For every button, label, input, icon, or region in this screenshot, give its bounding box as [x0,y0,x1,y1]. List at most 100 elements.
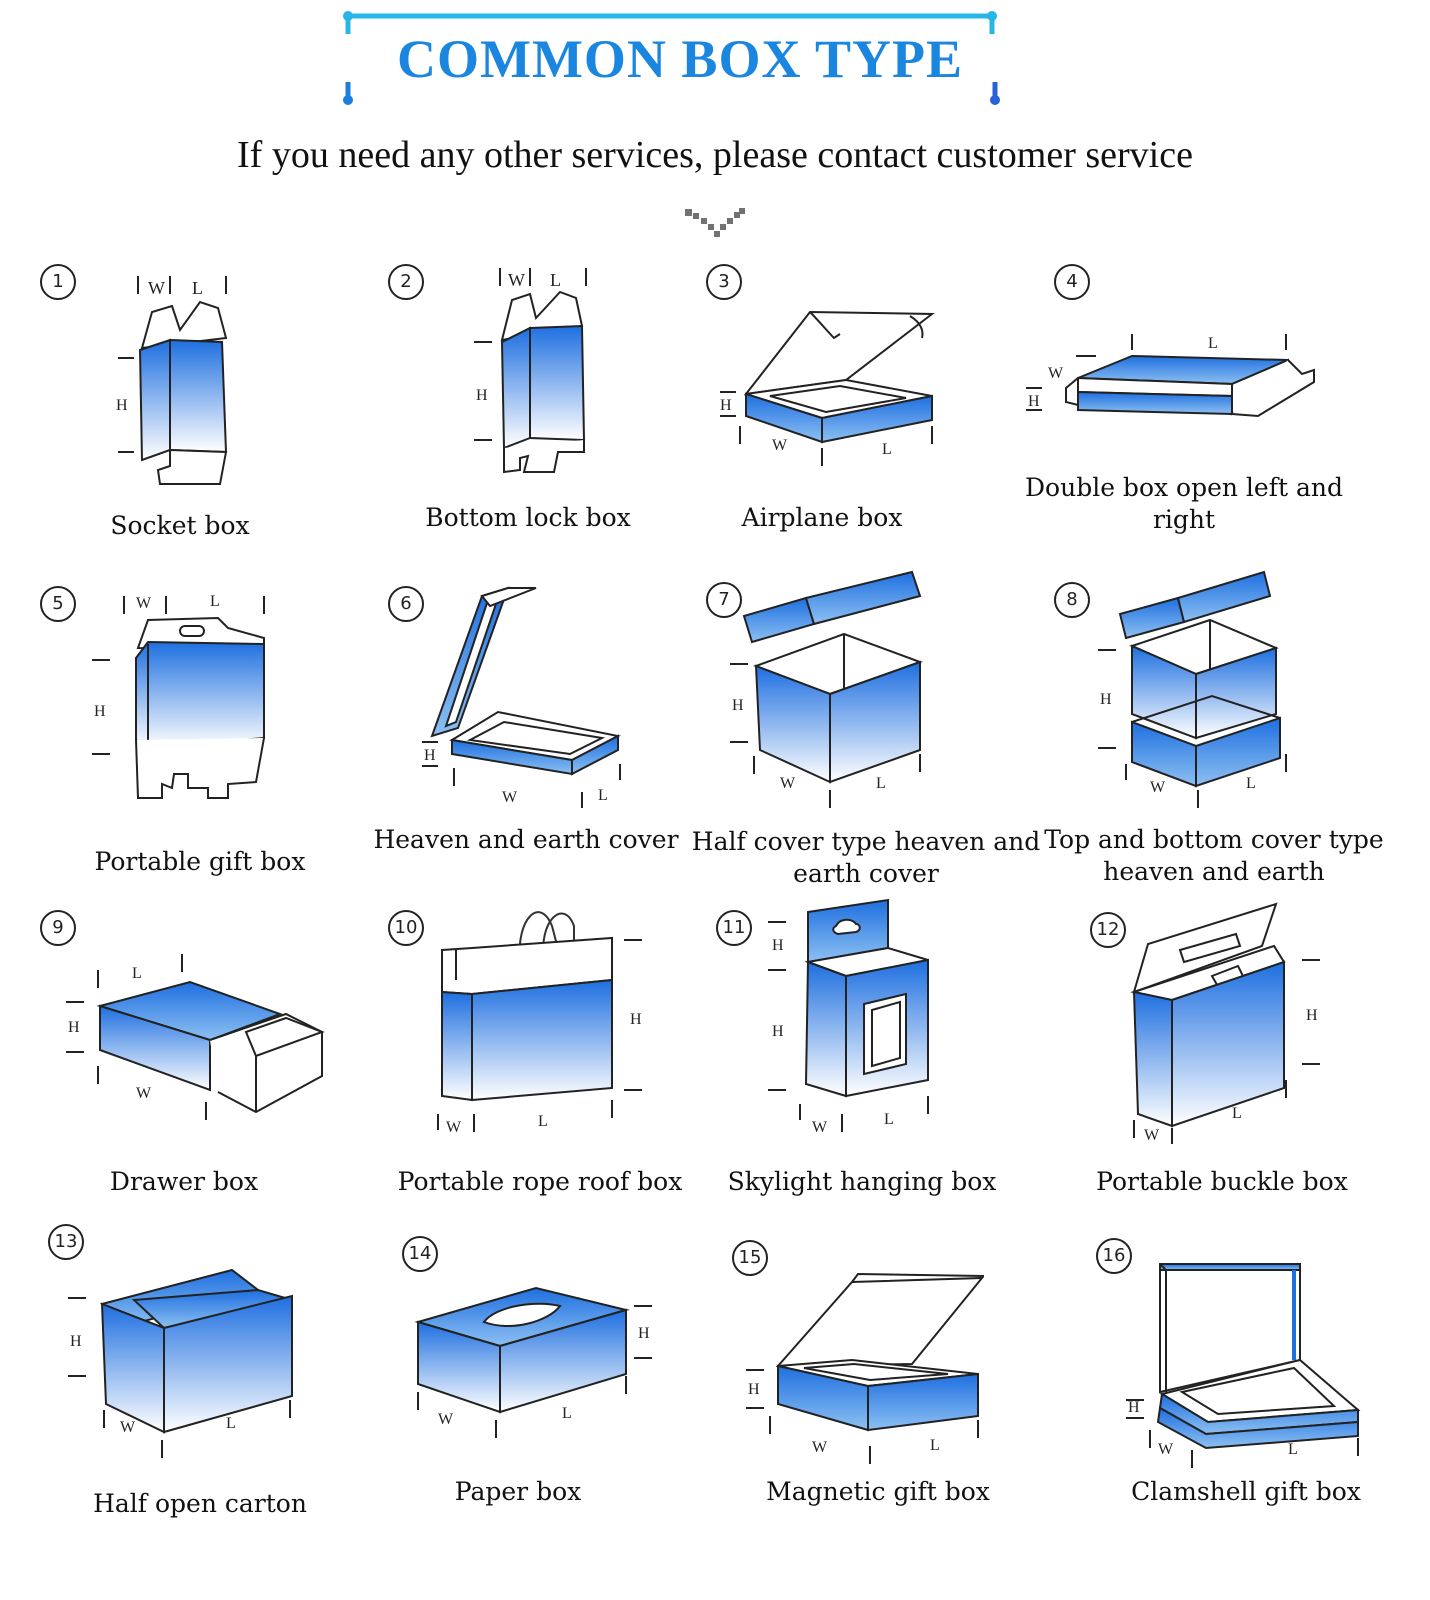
box-type-name: Top and bottom cover type heaven and ear… [1044,825,1384,886]
page-subtitle: If you need any other services, please c… [237,134,1193,176]
box-type-name: Paper box [454,1477,582,1506]
page-title: COMMON BOX TYPE [397,29,963,89]
item-number: 10 [388,910,424,946]
item-number: 4 [1054,264,1090,300]
item-number: 14 [402,1236,438,1272]
svg-text:H: H [638,1325,650,1342]
box-type-name: Socket box [110,511,250,540]
svg-text:W: W [120,1419,136,1436]
svg-text:W: W [1144,1127,1160,1144]
svg-text:L: L [882,441,892,458]
svg-text:L: L [876,775,886,792]
item-number: 16 [1096,1238,1132,1274]
svg-text:H: H [1128,1399,1140,1416]
item-number: 15 [732,1240,768,1276]
title-banner-frame [343,11,1000,105]
svg-text:W: W [438,1411,454,1428]
chevron-down-icon [685,208,745,237]
svg-text:W: W [772,437,788,454]
svg-text:W: W [812,1119,828,1136]
svg-text:W: W [1150,779,1166,796]
svg-text:L: L [598,787,608,804]
paper-box-diagram: H W L [414,1286,652,1438]
item-number: 6 [388,586,424,622]
svg-text:L: L [930,1437,940,1454]
box-type-name: Portable buckle box [1096,1167,1348,1196]
box-type-card: 14 H W L Paper box [402,1236,762,1536]
item-number: 1 [40,264,76,300]
item-number: 8 [1054,582,1090,618]
svg-text:H: H [70,1333,82,1350]
svg-text:H: H [1100,691,1112,708]
box-type-name: Bottom lock box [425,503,631,532]
box-type-name: Half open carton [93,1489,307,1518]
svg-text:H: H [68,1019,80,1036]
double-box-open-diagram: L WH [1026,334,1315,418]
svg-text:H: H [116,397,128,414]
portable-buckle-box-diagram: HWL [1130,902,1320,1144]
svg-text:L: L [1232,1105,1242,1122]
svg-text:H: H [748,1381,760,1398]
svg-text:H: H [630,1011,642,1028]
box-type-name: Airplane box [741,503,903,532]
box-type-card: 13 H W L Half open carton [48,1224,408,1524]
half-open-carton-diagram: H W L [68,1268,293,1458]
airplane-box-diagram: H W L [720,310,935,466]
svg-text:L: L [884,1111,894,1128]
svg-text:W: W [136,595,152,612]
drawer-box-diagram: LHW [66,954,325,1120]
box-type-name: Half cover type heaven and earth cover [691,827,1041,888]
svg-text:H: H [94,703,106,720]
box-type-name: Heaven and earth cover [373,825,679,854]
svg-text:H: H [732,697,744,714]
svg-text:W: W [1158,1441,1174,1458]
box-type-card: 6 H W L Heaven and earth cover [373,586,748,886]
svg-text:L: L [226,1415,236,1432]
svg-text:L: L [192,278,203,298]
portable-gift-box-diagram: W L H [92,593,265,799]
svg-text:W: W [812,1439,828,1456]
svg-text:H: H [1028,393,1040,410]
svg-text:L: L [538,1113,548,1130]
item-number: 11 [716,910,752,946]
svg-text:W: W [1048,365,1064,382]
box-type-name: Drawer box [109,1167,259,1196]
item-number: 9 [40,910,76,946]
svg-text:L: L [210,593,220,610]
svg-text:W: W [502,789,518,806]
item-number: 7 [706,582,742,618]
clamshell-gift-box-diagram: H W L [1126,1263,1361,1468]
svg-text:L: L [1288,1441,1298,1458]
item-number: 3 [706,264,742,300]
item-number: 12 [1090,912,1126,948]
magnetic-gift-box-diagram: H W L [746,1272,985,1464]
svg-text:L: L [550,270,561,290]
item-number: 5 [40,586,76,622]
svg-text:H: H [772,937,784,954]
svg-text:W: W [508,270,525,290]
svg-text:L: L [562,1405,572,1422]
item-number: 13 [48,1224,84,1260]
svg-text:H: H [720,397,732,414]
svg-text:L: L [1208,335,1218,352]
box-type-name: Double box open left and right [1025,473,1343,534]
svg-text:H: H [424,747,436,764]
box-type-name: Portable rope roof box [397,1167,683,1196]
box-type-name: Portable gift box [94,847,306,876]
